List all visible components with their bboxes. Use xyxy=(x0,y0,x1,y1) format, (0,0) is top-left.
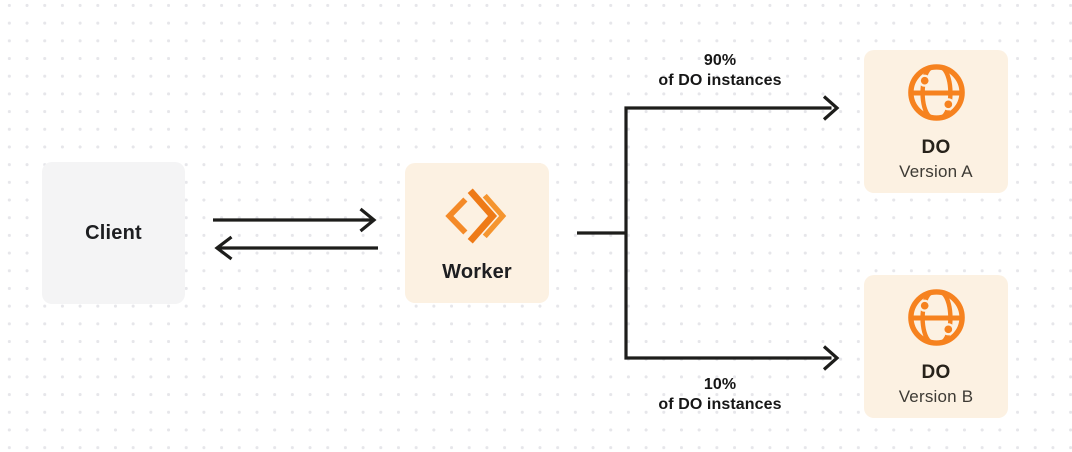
top-branch-caption: of DO instances xyxy=(658,72,782,89)
arrow-to-version-a-head xyxy=(822,95,840,121)
worker-node: Worker xyxy=(405,163,549,303)
do-version-a-title: DO xyxy=(921,137,951,158)
do-version-a-node: DO Version A xyxy=(864,50,1008,193)
top-branch-percent: 90% xyxy=(703,52,737,69)
durable-object-globe-icon xyxy=(907,64,965,121)
do-version-b-node: DO Version B xyxy=(864,275,1008,418)
worker-branch-trunk xyxy=(577,106,832,360)
bottom-branch-percent: 10% xyxy=(703,376,737,393)
client-node: Client xyxy=(42,162,185,304)
do-version-b-subtitle: Version B xyxy=(898,387,974,406)
do-version-b-title: DO xyxy=(921,362,951,383)
bottom-branch-caption: of DO instances xyxy=(658,396,782,413)
cloudflare-workers-icon xyxy=(445,188,507,244)
durable-object-globe-icon xyxy=(907,289,965,346)
do-version-a-subtitle: Version A xyxy=(899,162,973,181)
worker-label: Worker xyxy=(442,261,512,283)
client-label: Client xyxy=(85,221,142,244)
client-to-worker-arrow xyxy=(213,207,377,233)
top-branch-label: 90% of DO instances xyxy=(600,51,840,91)
worker-to-client-arrow xyxy=(214,235,378,261)
arrow-to-version-b-head xyxy=(822,345,840,371)
bottom-branch-label: 10% of DO instances xyxy=(600,375,840,415)
